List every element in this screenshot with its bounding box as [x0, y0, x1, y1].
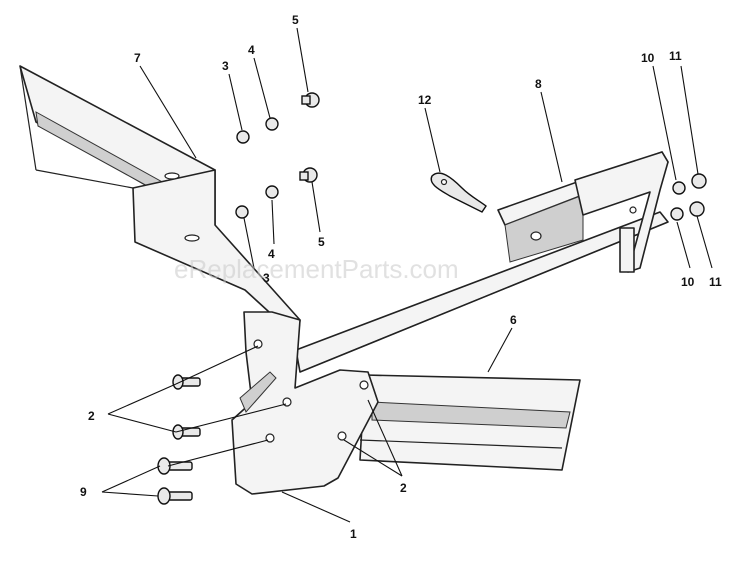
callout-1: 1 [350, 527, 357, 541]
watermark-text: eReplacementParts.com [174, 254, 459, 284]
callout-7: 7 [134, 51, 141, 65]
callout-2-left: 2 [88, 409, 95, 423]
callout-10-upper: 10 [641, 51, 655, 65]
callout-11-upper: 11 [669, 49, 682, 63]
bolt-9-lower [157, 487, 193, 505]
nut-5-upper [301, 92, 320, 108]
callout-8: 8 [535, 77, 542, 91]
nut-11-upper [691, 173, 707, 189]
part-1-bracket [231, 311, 379, 495]
callout-2-right: 2 [400, 481, 407, 495]
washer-10-lower [670, 207, 684, 221]
nut-11-lower [689, 201, 705, 217]
nut-5-lower [299, 167, 318, 183]
part-12-clip [430, 172, 487, 213]
callout-10-lower: 10 [681, 275, 695, 289]
washer-4-upper [265, 117, 279, 131]
washer-10-upper [672, 181, 686, 195]
callout-5-upper: 5 [292, 13, 299, 27]
rod-frame [295, 211, 669, 373]
part-8-bracket [497, 151, 669, 273]
callout-3-upper: 3 [222, 59, 229, 73]
washer-3-lower [235, 205, 249, 219]
callout-5-lower: 5 [318, 235, 325, 249]
part-6-shield [359, 374, 581, 471]
washer-3-upper [236, 130, 250, 144]
washer-4-lower [265, 185, 279, 199]
callout-12: 12 [418, 93, 432, 107]
callout-4-lower: 4 [268, 247, 275, 261]
callout-11-lower: 11 [709, 275, 722, 289]
callout-6: 6 [510, 313, 517, 327]
leader-lines [101, 27, 713, 523]
callout-9: 9 [80, 485, 87, 499]
bolt-9-upper [157, 457, 193, 475]
callout-4-upper: 4 [248, 43, 255, 57]
bolt-2-upper [172, 374, 201, 390]
callout-3-lower: 3 [263, 271, 270, 285]
